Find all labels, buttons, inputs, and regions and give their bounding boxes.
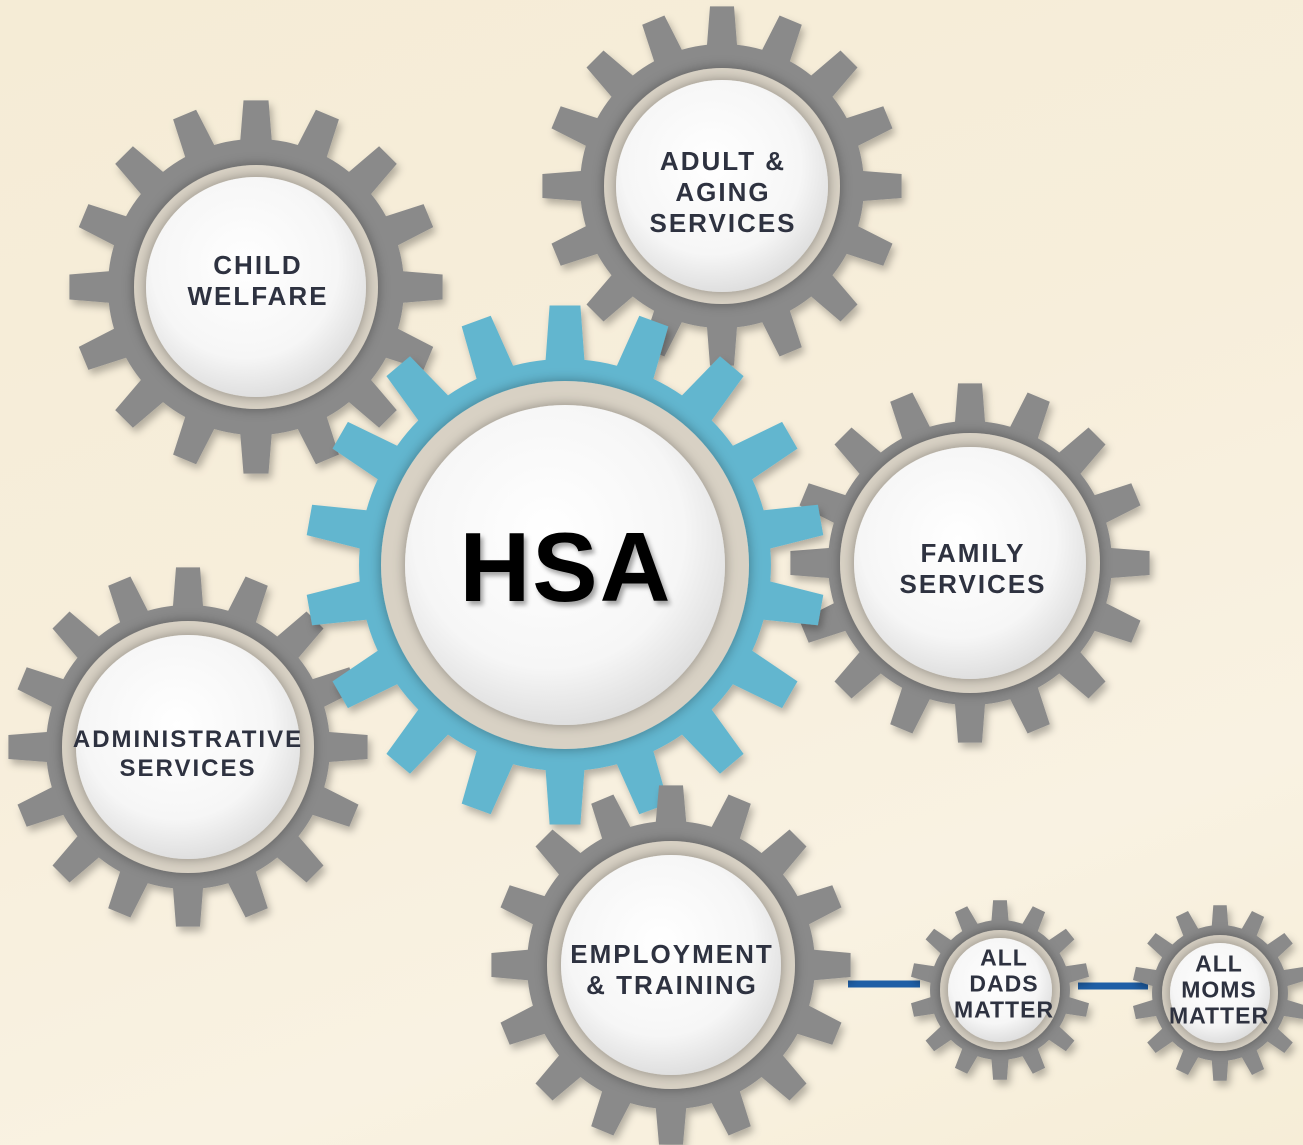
gear-family-services-face	[854, 447, 1086, 679]
label-all-moms: ALL MOMS MATTER	[1168, 950, 1270, 1028]
label-family-services: FAMILY SERVICES	[899, 537, 1047, 599]
gear-administrative	[8, 567, 368, 927]
gear-employment-face	[561, 855, 781, 1075]
gear-employment	[491, 785, 851, 1145]
gear-hsa-hub-face	[405, 405, 725, 725]
hub-title: HSA	[459, 512, 673, 623]
label-adult-aging: ADULT & AGING SERVICES	[649, 146, 797, 239]
gear-all-dads	[911, 900, 1089, 1080]
label-child-welfare: CHILD WELFARE	[187, 249, 329, 311]
gear-family-services	[790, 383, 1150, 743]
gear-child-welfare	[69, 100, 443, 474]
gear-administrative-face	[76, 635, 300, 859]
label-administrative: ADMINISTRATIVE SERVICES	[72, 726, 304, 782]
label-employment: EMPLOYMENT & TRAINING	[570, 938, 774, 1000]
gear-hsa-hub	[306, 305, 824, 825]
gear-all-dads-face	[948, 938, 1052, 1042]
gear-all-moms-face	[1170, 943, 1270, 1043]
gear-adult-aging	[542, 6, 902, 366]
gear-child-welfare-face	[146, 177, 366, 397]
gear-adult-aging-face	[616, 80, 828, 292]
gear-all-moms	[1133, 905, 1303, 1081]
label-all-dads: ALL DADS MATTER	[953, 944, 1055, 1022]
